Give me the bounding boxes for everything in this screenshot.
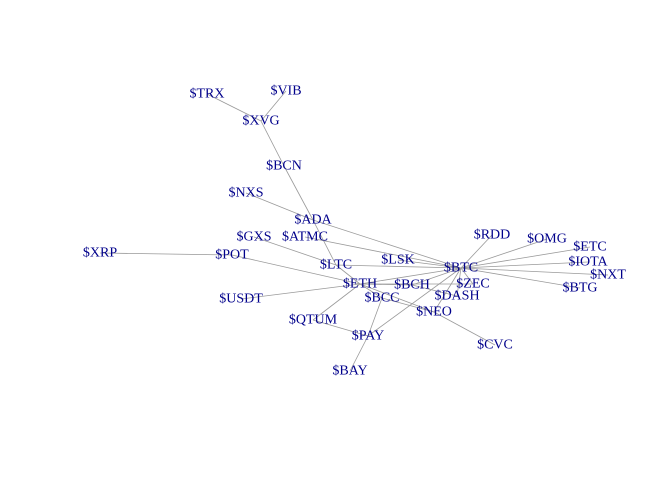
edge-qtum-pay bbox=[312, 319, 369, 337]
node-label-vib: $VIB bbox=[270, 84, 301, 99]
edge-pay-btc bbox=[367, 267, 462, 337]
edge-btc-nxt bbox=[460, 267, 609, 276]
node-label-zec: $ZEC bbox=[456, 277, 489, 292]
node-label-eth: $ETH bbox=[343, 277, 377, 292]
node-label-xrp: $XRP bbox=[83, 246, 117, 261]
graph-edges bbox=[99, 90, 609, 372]
graph-nodes: $XRP $POT $USDT $QTUM $PAY $BAY $ETH$BCC$BCH $N… bbox=[83, 84, 626, 379]
edge-xrp-pot bbox=[99, 252, 233, 256]
node-label-iota: $IOTA bbox=[568, 255, 608, 270]
node-label-ada: $ADA bbox=[294, 213, 332, 228]
node-label-pot: $POT bbox=[215, 248, 249, 263]
edge-usdt-eth bbox=[240, 283, 361, 300]
edge-pay-bcc bbox=[367, 297, 383, 337]
edge-bcc-neo bbox=[381, 297, 435, 313]
node-label-usdt: $USDT bbox=[219, 292, 263, 307]
edge-neo-btc bbox=[433, 267, 462, 313]
edge-btc-iota bbox=[460, 261, 589, 269]
edge-eth-neo bbox=[359, 283, 435, 313]
node-label-qtum: $QTUM bbox=[289, 313, 338, 328]
node-label-rdd: $RDD bbox=[474, 228, 511, 243]
edge-pay-bay bbox=[349, 335, 369, 372]
edge-eth-btc bbox=[359, 267, 462, 285]
node-label-bcn: $BCN bbox=[266, 159, 302, 174]
node-label-dash: $DASH bbox=[434, 289, 479, 304]
node-label-bch: $BCH bbox=[394, 278, 430, 293]
node-label-omg: $OMG bbox=[527, 232, 567, 247]
node-label-bcc: $BCC bbox=[364, 291, 399, 306]
node-label-xvg: $XVG bbox=[242, 114, 279, 129]
node-label-cvc: $CVC bbox=[477, 338, 513, 353]
node-label-btc: $BTC bbox=[444, 261, 478, 276]
edge-ada-nxs bbox=[245, 192, 314, 221]
node-label-gxs: $GXS bbox=[236, 230, 271, 245]
edge-btc-omg bbox=[460, 238, 548, 269]
edge-pot-eth bbox=[231, 254, 361, 285]
edge-atmc-btc bbox=[304, 236, 462, 269]
edge-dash-btc bbox=[456, 267, 462, 297]
edge-eth-qtum bbox=[312, 283, 361, 321]
edge-xvg-trx bbox=[206, 93, 262, 122]
edge-bch-btc bbox=[411, 267, 462, 286]
node-label-ltc: $LTC bbox=[320, 258, 352, 273]
node-label-trx: $TRX bbox=[190, 87, 225, 102]
edge-bch-dash bbox=[411, 284, 458, 297]
edge-xvg-vib bbox=[260, 90, 287, 122]
edge-zec-btc bbox=[460, 267, 474, 285]
edge-ada-bcn bbox=[283, 165, 314, 221]
edge-neo-cvc bbox=[433, 311, 496, 346]
edge-eth-bcc bbox=[359, 283, 383, 299]
edge-btc-etc bbox=[460, 246, 591, 269]
node-label-nxt: $NXT bbox=[590, 268, 626, 283]
node-label-btg: $BTG bbox=[563, 281, 598, 296]
node-label-pay: $PAY bbox=[352, 329, 384, 344]
edge-ltc-btc bbox=[335, 264, 462, 269]
edge-eth-ltc bbox=[335, 264, 361, 285]
node-label-etc: $ETC bbox=[573, 240, 606, 255]
node-label-lsk: $LSK bbox=[381, 253, 414, 268]
edge-btc-rdd bbox=[460, 234, 493, 269]
edge-btc-btg bbox=[460, 267, 581, 289]
node-label-nxs: $NXS bbox=[228, 186, 263, 201]
edge-ltc-ada bbox=[312, 219, 337, 266]
node-label-atmc: $ATMC bbox=[282, 230, 328, 245]
node-label-neo: $NEO bbox=[416, 305, 452, 320]
node-label-bay: $BAY bbox=[332, 364, 367, 379]
edge-bcn-xvg bbox=[260, 120, 285, 167]
edge-ltc-gxs bbox=[253, 236, 337, 266]
edge-lsk-btc bbox=[397, 259, 462, 269]
edge-ada-btc bbox=[312, 219, 462, 269]
